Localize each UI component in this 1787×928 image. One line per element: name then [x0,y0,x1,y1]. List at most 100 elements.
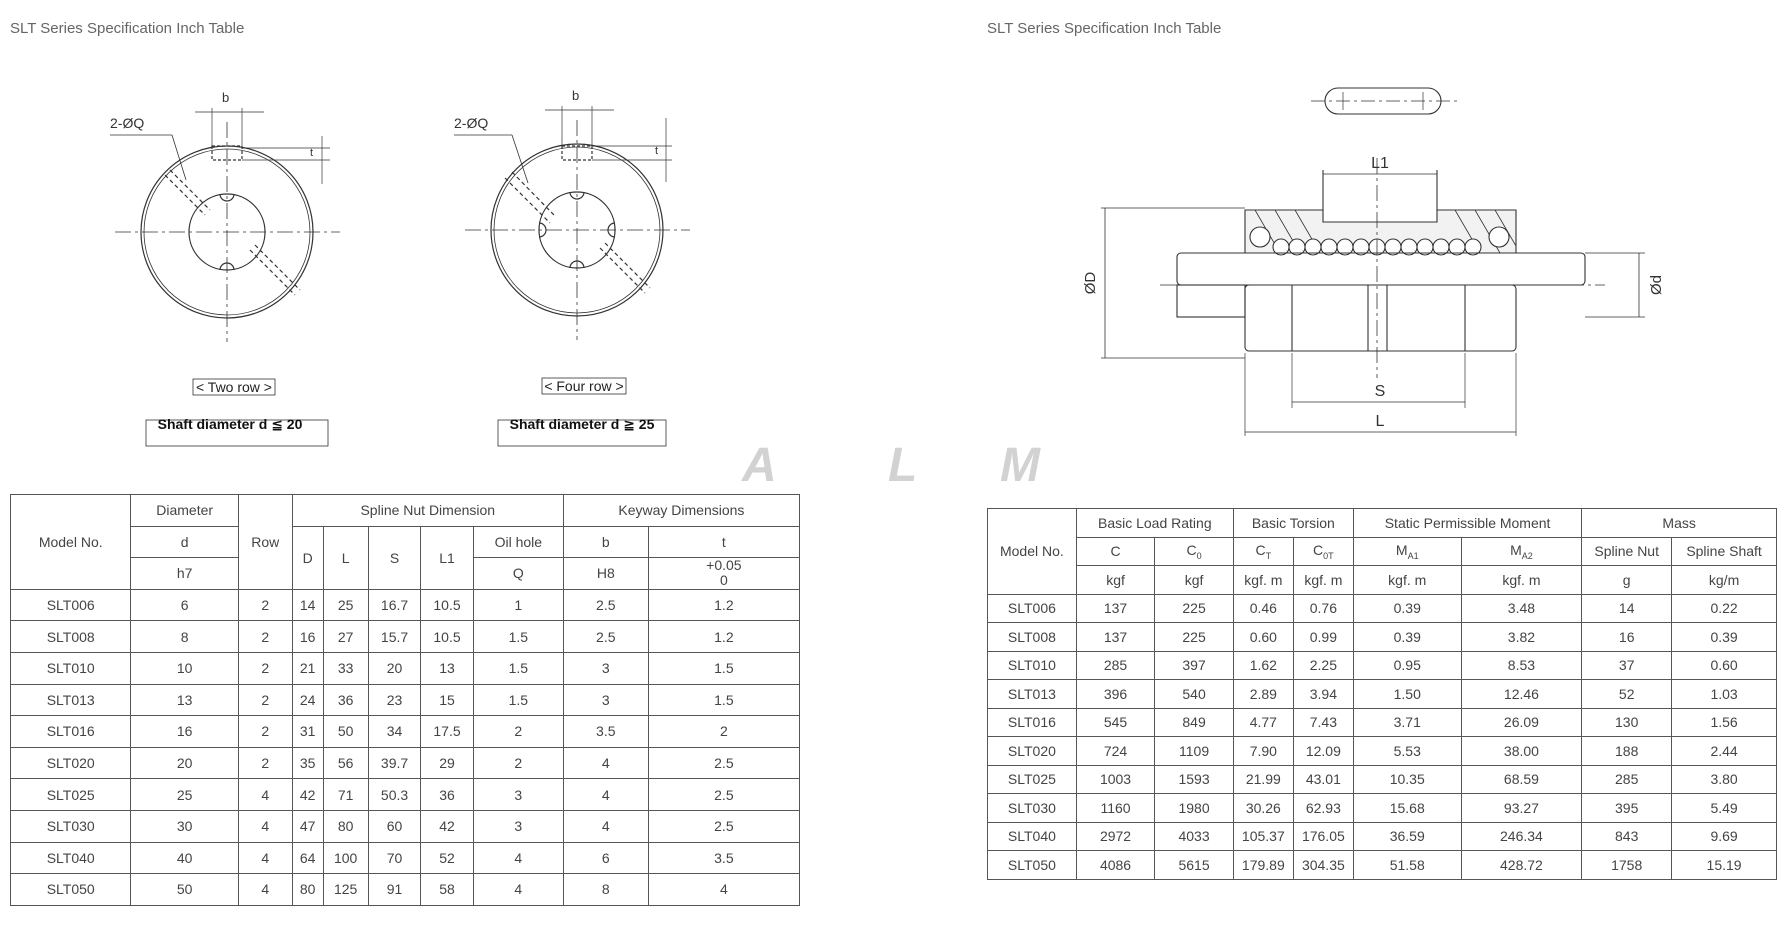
table-cell: 50 [130,873,239,906]
header-moment: Static Permissible Moment [1352,508,1583,538]
table-cell: 25 [322,588,369,622]
table-cell: 5.49 [1671,793,1777,823]
table-cell: 33 [322,651,369,685]
table-cell: 5.53 [1352,736,1462,766]
model-cell: SLT006 [987,593,1077,623]
t-label: t [655,145,658,157]
table-cell: 37 [1581,650,1673,680]
table-cell: 1980 [1154,793,1234,823]
unit-kgf: kgf [1075,565,1156,595]
table-cell: 51.58 [1352,850,1462,880]
table-cell: 4 [237,841,293,875]
table-cell: 0.39 [1352,593,1462,623]
table-cell: 7.90 [1232,736,1294,766]
table-cell: 1 [472,588,564,622]
table-cell: 1109 [1154,736,1234,766]
model-cell: SLT040 [9,841,132,875]
header-CT: CT [1232,536,1294,566]
table-cell: 26.09 [1460,707,1583,737]
watermark-letter-a: A [742,439,777,492]
table-cell: 1003 [1075,764,1156,794]
table-cell: 395 [1581,793,1673,823]
table-cell: 15.19 [1671,850,1777,880]
table-cell: 0.39 [1671,622,1777,652]
table-cell: 80 [322,809,369,843]
unit-kgfm: kgf. m [1292,565,1354,595]
b-label: b [222,90,229,105]
table-cell: 21.99 [1232,764,1294,794]
table-cell: 15.68 [1352,793,1462,823]
model-cell: SLT010 [987,650,1077,680]
table-cell: 30.26 [1232,793,1294,823]
header-mass: Mass [1581,508,1777,538]
model-cell: SLT030 [9,809,132,843]
table-cell: 2 [647,715,801,748]
table-cell: 8 [562,873,649,906]
table-cell: 70 [367,841,422,875]
header-C0T: C0T [1292,536,1354,566]
table-cell: 2.89 [1232,679,1294,709]
header-tolerance: +0.05 0 [647,557,801,590]
model-cell: SLT016 [9,715,132,748]
table-cell: 27 [322,620,369,653]
table-cell: 545 [1075,707,1156,737]
table-cell: 35 [291,746,324,780]
model-cell: SLT020 [9,746,132,780]
table-cell: 2.5 [562,620,649,653]
tolerance-top: +0.05 [706,557,742,574]
table-cell: 4 [647,873,801,906]
table-cell: 8 [130,620,239,653]
table-cell: 3.48 [1460,593,1583,623]
header-torsion: Basic Torsion [1232,508,1354,538]
table-cell: 4 [237,809,293,843]
table-cell: 724 [1075,736,1156,766]
table-cell: 285 [1075,650,1156,680]
table-cell: 396 [1075,679,1156,709]
table-cell: 13 [420,651,474,685]
table-cell: 7.43 [1292,707,1354,737]
two-row-caption: < Two row > [196,379,272,395]
table-cell: 225 [1154,622,1234,652]
table-cell: 16.7 [367,588,422,622]
table-cell: 2 [237,683,293,717]
table-cell: 3.82 [1460,622,1583,652]
header-d: d [130,525,239,559]
table-cell: 38.00 [1460,736,1583,766]
table-cell: 1.5 [472,651,564,685]
table-cell: 2 [237,588,293,622]
table-cell: 20 [367,651,422,685]
header-C: C [1075,536,1156,566]
table-cell: 1.2 [647,620,801,653]
table-cell: 0.22 [1671,593,1777,623]
model-cell: SLT020 [987,736,1077,766]
table-cell: 25 [130,778,239,811]
table-cell: 397 [1154,650,1234,680]
watermark-letter-m: M [1000,439,1040,492]
table-cell: 58 [420,873,474,906]
header-oil-hole: Oil hole [472,525,564,559]
table-cell: 64 [291,841,324,875]
table-cell: 3.94 [1292,679,1354,709]
two-row-shaft-note: Shaft diameter d ≦ 20 [158,416,303,432]
spline-nut-dimension-table: Model No. Diameter Row Spline Nut Dimens… [9,494,801,906]
table-cell: 0.39 [1352,622,1462,652]
table-cell: 29 [420,746,474,780]
model-cell: SLT008 [9,620,132,653]
model-cell: SLT008 [987,622,1077,652]
table-cell: 16 [291,620,324,653]
table-cell: 17.5 [420,715,474,748]
table-cell: 12.46 [1460,679,1583,709]
table-cell: 16 [130,715,239,748]
table-cell: 4 [237,778,293,811]
unit-kgf: kgf [1154,565,1234,595]
table-cell: 80 [291,873,324,906]
table-cell: 4.77 [1232,707,1294,737]
